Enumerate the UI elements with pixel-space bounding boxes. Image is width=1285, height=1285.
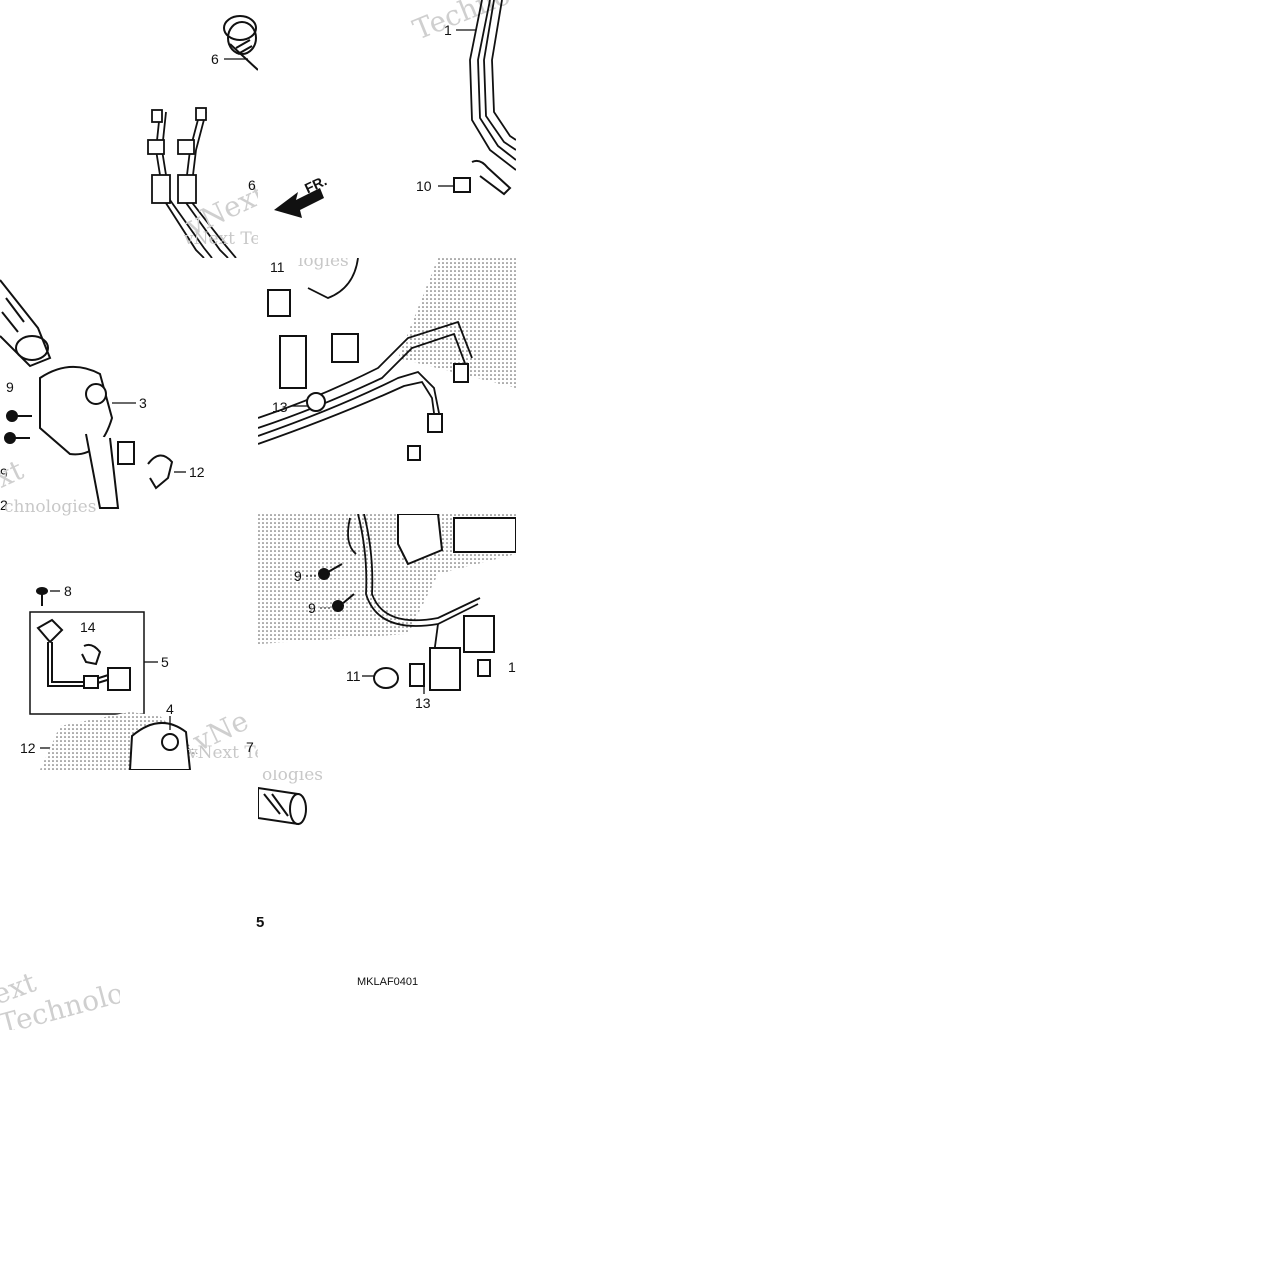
watermark-ologies: ologies xyxy=(262,770,323,785)
callout-7: 7 xyxy=(246,739,254,755)
tile-lower-left: 8 5 14 12 xyxy=(0,516,258,770)
diagram-code: MKLAF0401 xyxy=(357,976,419,988)
callout-13a: 13 xyxy=(272,399,288,415)
callout-14: 14 xyxy=(80,619,96,635)
throttle-cables xyxy=(147,107,237,258)
main-cable-drawing: Techno 1 10 FR. xyxy=(274,0,516,218)
callout-9a: 9 xyxy=(6,379,14,395)
callout-11b: 11 xyxy=(346,668,361,684)
callout-10: 10 xyxy=(416,178,432,194)
part-9-bolts xyxy=(4,410,32,444)
callout-3: 3 xyxy=(139,395,147,411)
handle-grip xyxy=(0,279,52,368)
part-3-switch-housing xyxy=(39,365,135,509)
tile-bottom-center: ologies xyxy=(258,770,338,830)
grip-and-housing xyxy=(397,514,516,566)
direction-label: FR. xyxy=(302,172,329,196)
callout-9d: 9 xyxy=(308,600,316,616)
callout-2-fragment: 2 xyxy=(0,497,8,513)
callout-12a: 12 xyxy=(189,464,205,480)
tile-top-left: 6 vNext Te vNext 6 xyxy=(0,0,258,258)
brake-switch-drawing: 8 5 14 12 xyxy=(20,583,258,770)
bottom-watermark: ext Technologies xyxy=(0,970,120,1030)
switch-housing-drawing: 3 9 9 12 2 xt chnologies xyxy=(0,279,205,516)
fragment-label: 5 xyxy=(256,914,265,931)
callout-6: 6 xyxy=(211,51,219,67)
callout-11a: 11 xyxy=(270,259,285,275)
callout-fragment-6: 6 xyxy=(248,177,256,193)
grip-drawing: ologies xyxy=(258,770,323,826)
callout-12b: 12 xyxy=(20,740,36,756)
part-10-clamp xyxy=(453,159,512,196)
shaded-region-harness xyxy=(258,514,516,644)
lower-harness-drawing: 9 9 11 13 1 xyxy=(258,514,516,711)
part-9-bolts-lower xyxy=(318,563,355,612)
harness-connectors xyxy=(267,289,469,461)
watermark-xt: xt xyxy=(0,453,29,495)
harness-wires xyxy=(258,258,473,445)
callout-9c: 9 xyxy=(294,568,302,584)
tile-top-middle: Techno 1 10 FR. xyxy=(258,0,516,258)
watermark-vnext-tech: vNext Te xyxy=(183,229,258,249)
lower-harness-connectors xyxy=(429,615,495,691)
part-1-cable xyxy=(469,0,516,171)
part-14-clip xyxy=(81,643,102,666)
right-grip xyxy=(258,786,307,826)
part-13-clip xyxy=(306,392,326,412)
part-4-switch-housing xyxy=(128,721,192,770)
part-12-clamp xyxy=(147,454,174,490)
watermark-vnext-te: vNext Te xyxy=(187,743,258,763)
watermark-logies: logies xyxy=(298,258,349,271)
part-8-screw xyxy=(36,587,48,606)
part-11-clamp-lower xyxy=(373,663,425,689)
tile-middle-left: 3 9 9 12 2 xt chnologies xyxy=(0,258,258,516)
callout-8: 8 xyxy=(64,583,72,599)
watermark-technologies-2: chnologies xyxy=(4,497,96,516)
callout-13b: 13 xyxy=(415,695,431,711)
tile-lower-center: 9 9 11 13 1 xyxy=(258,514,516,770)
part-6-cap xyxy=(223,15,258,71)
callout-1: 1 xyxy=(444,22,452,38)
callout-4: 4 xyxy=(166,701,174,717)
throttle-cable-drawing: 6 vNext Te vNext 6 xyxy=(147,15,258,258)
front-direction-arrow xyxy=(274,188,324,218)
wiring-harness-drawing: logies 13 11 xyxy=(258,258,516,461)
callout-1b: 1 xyxy=(508,659,516,675)
tile-center: logies 13 11 xyxy=(258,258,516,516)
callout-5: 5 xyxy=(161,654,169,670)
callout-9b: 9 xyxy=(0,465,8,481)
part-5-kit-box xyxy=(29,611,145,715)
